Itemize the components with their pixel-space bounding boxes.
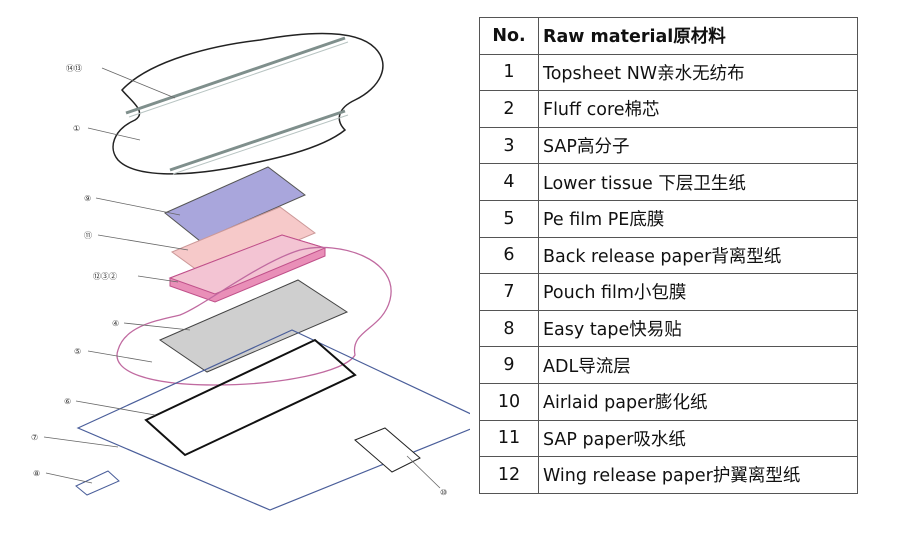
row-material: Back release paper背离型纸 bbox=[538, 236, 858, 275]
leader-4 bbox=[123, 322, 191, 331]
row-material: SAP高分子 bbox=[538, 126, 858, 165]
leader-6 bbox=[75, 400, 156, 416]
row-material: Lower tissue 下层卫生纸 bbox=[538, 163, 858, 201]
header-raw-material: Raw material原材料 bbox=[538, 17, 858, 55]
table-header-row: No. Raw material原材料 bbox=[479, 17, 858, 55]
callout-9: ⑨ bbox=[84, 194, 91, 203]
callout-11: ⑪ bbox=[84, 231, 92, 240]
row-number: 2 bbox=[479, 90, 539, 128]
row-material: Wing release paper护翼离型纸 bbox=[538, 456, 858, 494]
back-release-paper bbox=[144, 338, 357, 457]
row-number: 5 bbox=[479, 199, 539, 238]
wing-release-paper bbox=[354, 427, 421, 473]
leader-8 bbox=[45, 472, 93, 484]
row-number: 7 bbox=[479, 273, 539, 311]
row-number: 4 bbox=[479, 163, 539, 201]
pe-film-outline bbox=[116, 246, 392, 386]
leader-11 bbox=[97, 234, 189, 251]
row-material: Airlaid paper膨化纸 bbox=[538, 382, 858, 421]
row-number: 3 bbox=[479, 126, 539, 165]
row-material: Topsheet NW亲水无纺布 bbox=[538, 53, 858, 92]
row-material: Pe film PE底膜 bbox=[538, 199, 858, 238]
row-number: 8 bbox=[479, 309, 539, 348]
leader-14-13 bbox=[101, 67, 176, 99]
callout-8: ⑧ bbox=[33, 469, 40, 478]
leader-9 bbox=[95, 197, 181, 216]
callout-4: ④ bbox=[112, 319, 119, 328]
topsheet-stripe-lower-edge bbox=[172, 114, 349, 175]
leader-12-3-2 bbox=[137, 275, 179, 283]
row-number: 11 bbox=[479, 419, 539, 458]
row-material: Pouch film小包膜 bbox=[538, 273, 858, 311]
leader-7 bbox=[43, 436, 119, 448]
callout-12-3-2: ⑫③② bbox=[93, 272, 117, 281]
leader-10 bbox=[406, 455, 441, 489]
callout-7: ⑦ bbox=[31, 433, 38, 442]
callout-1: ① bbox=[73, 124, 80, 133]
leader-1 bbox=[87, 127, 141, 141]
header-no: No. bbox=[479, 17, 539, 55]
topsheet-stripe-upper bbox=[125, 36, 346, 115]
topsheet-stripe-lower bbox=[169, 109, 346, 172]
row-number: 1 bbox=[479, 53, 539, 92]
row-material: Easy tape快易贴 bbox=[538, 309, 858, 348]
adl-layer bbox=[164, 166, 306, 242]
callout-5: ⑤ bbox=[74, 347, 81, 356]
leader-5 bbox=[87, 350, 153, 363]
exploded-pad-diagram: ⑭⑬ ① ⑨ ⑪ ⑫③② ④ ⑤ ⑥ ⑦ ⑧ ⑩ bbox=[31, 32, 470, 511]
row-material: SAP paper吸水纸 bbox=[538, 419, 858, 458]
row-number: 9 bbox=[479, 346, 539, 384]
callout-6: ⑥ bbox=[64, 397, 71, 406]
topsheet-stripe-upper-edge bbox=[128, 41, 349, 118]
lower-tissue-layer bbox=[158, 279, 349, 373]
row-number: 12 bbox=[479, 456, 539, 494]
callout-10: ⑩ bbox=[440, 488, 447, 497]
callout-14-13: ⑭⑬ bbox=[66, 64, 82, 73]
easy-tape bbox=[75, 470, 120, 496]
row-number: 6 bbox=[479, 236, 539, 275]
row-number: 10 bbox=[479, 382, 539, 421]
row-material: ADL导流层 bbox=[538, 346, 858, 384]
row-material: Fluff core棉芯 bbox=[538, 90, 858, 128]
topsheet-layer bbox=[112, 32, 384, 175]
pouch-film-layer bbox=[76, 329, 470, 511]
